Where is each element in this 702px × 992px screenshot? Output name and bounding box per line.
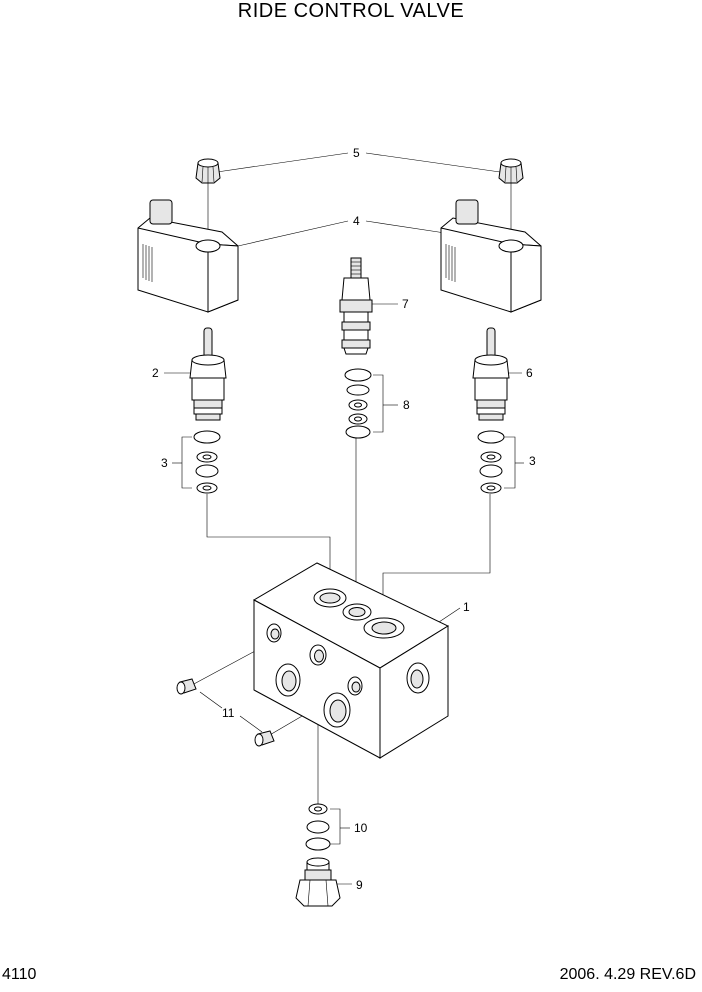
callout-8: 8 [403, 398, 410, 412]
callout-labels: 1 2 3 3 4 5 6 7 8 9 10 11 [152, 146, 536, 892]
diagram-title: RIDE CONTROL VALVE [237, 0, 465, 22]
o-ring-set-center [344, 368, 372, 439]
cartridge-valve-center [339, 257, 373, 355]
solenoid-coil-left [137, 199, 239, 313]
callout-10: 10 [354, 821, 368, 835]
callout-1: 1 [463, 600, 470, 614]
page-number: 4110 [2, 966, 37, 983]
cartridge-valve-right [472, 327, 510, 421]
o-ring-set-bottom [305, 803, 331, 851]
cartridge-valve-left [189, 327, 227, 421]
callout-4: 4 [353, 214, 360, 228]
valve-body [252, 562, 450, 759]
o-ring-set-left [193, 430, 221, 494]
callout-9: 9 [356, 878, 363, 892]
revision-date: 2006. 4.29 REV.6D [559, 966, 696, 983]
plug-upper [176, 678, 197, 695]
callout-3-right: 3 [529, 454, 536, 468]
callout-3-left: 3 [161, 456, 168, 470]
callout-6: 6 [526, 366, 533, 380]
solenoid-coil-right [440, 199, 542, 313]
callout-5: 5 [353, 146, 360, 160]
cap-nut-left [195, 158, 221, 184]
callout-7: 7 [402, 297, 409, 311]
relief-cartridge-bottom [295, 857, 341, 907]
callout-11: 11 [222, 706, 235, 720]
callout-2: 2 [152, 366, 159, 380]
plug-lower [254, 730, 275, 747]
cap-nut-right [498, 158, 524, 184]
o-ring-set-right [477, 430, 505, 494]
